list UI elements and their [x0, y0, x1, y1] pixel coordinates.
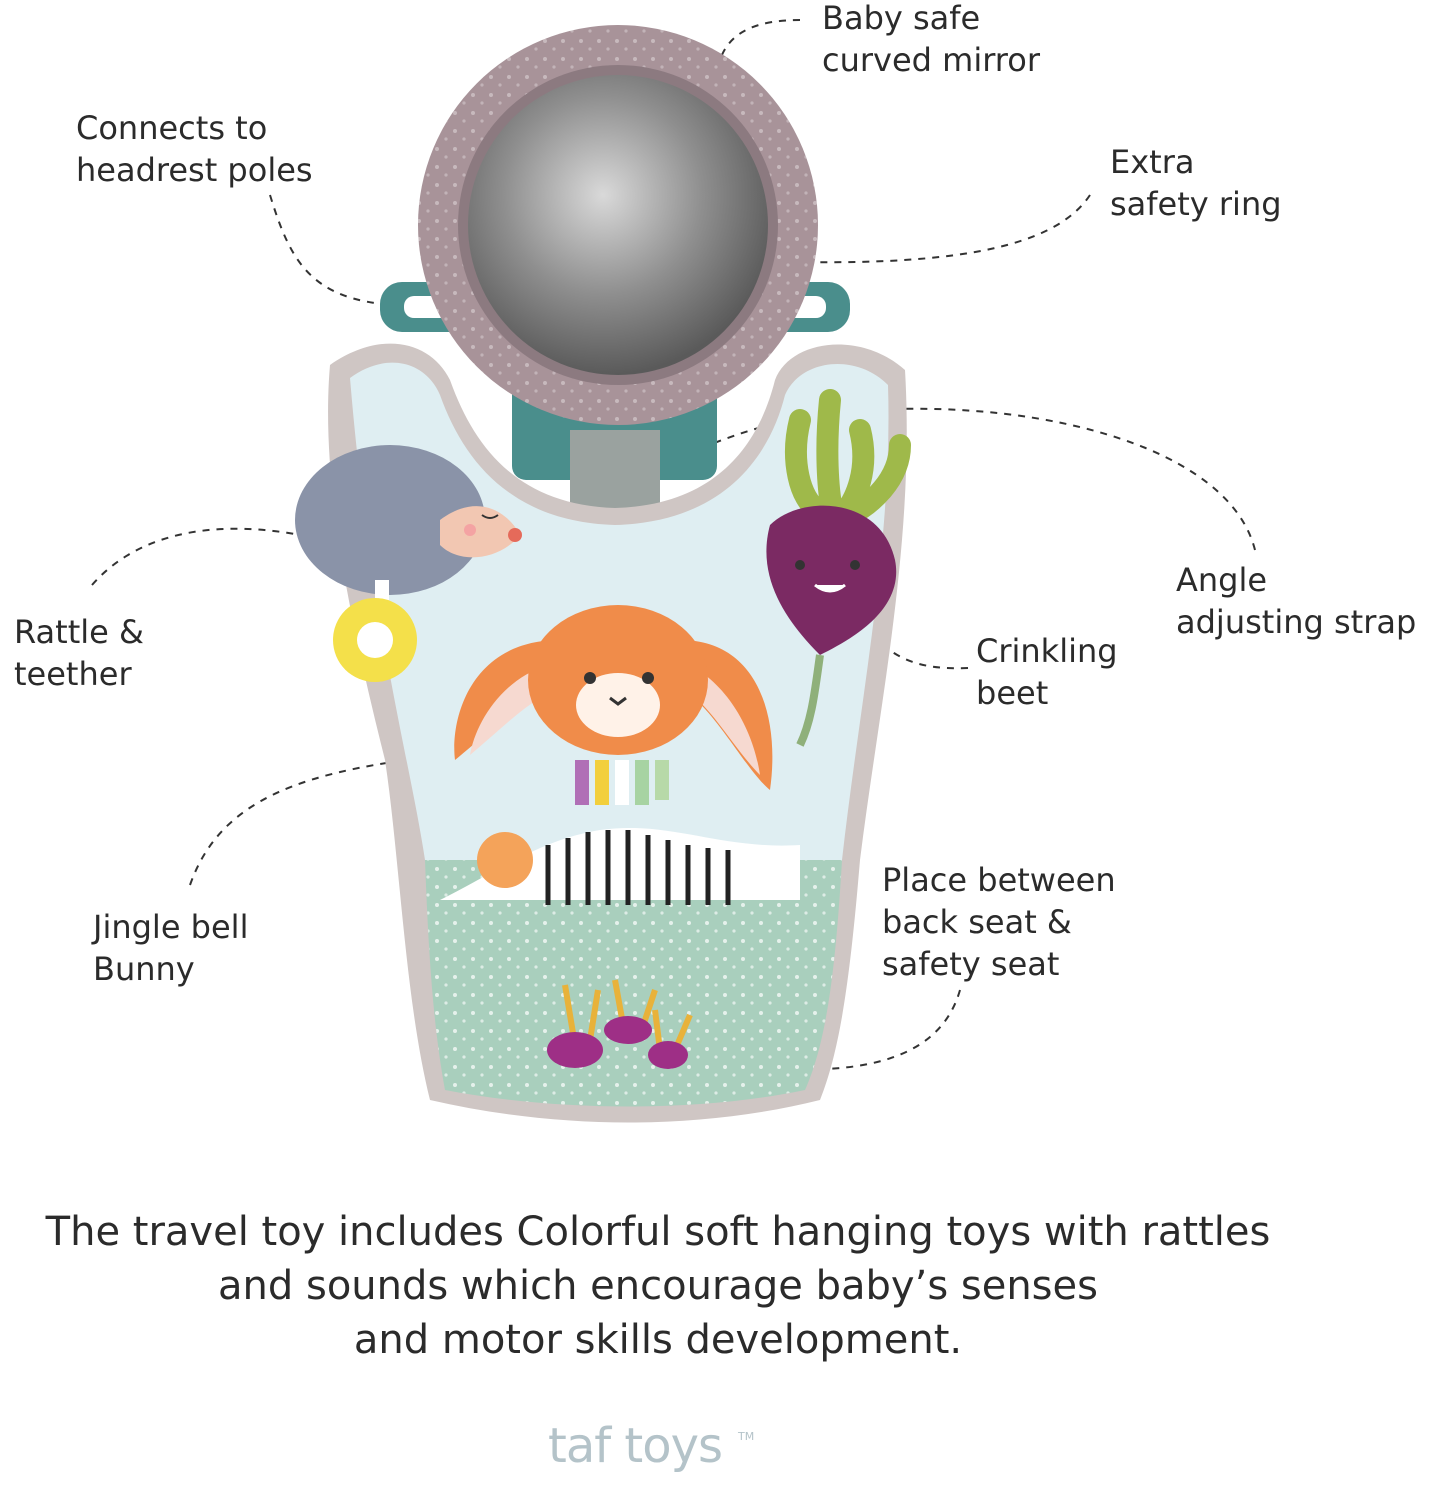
callout-beet-line-2: beet [976, 674, 1049, 712]
small-creature [477, 832, 533, 888]
callout-ring: Extra safety ring [1110, 141, 1282, 225]
callout-rattle-line-2: teether [14, 655, 132, 693]
leader-mirror [719, 19, 801, 61]
caption-line-3: and motor skills development. [353, 1317, 963, 1363]
callout-bunny-line-1: Jingle bell [93, 908, 249, 946]
callout-strap: Angle adjusting strap [1176, 559, 1416, 643]
leader-ring [799, 194, 1091, 264]
bunny-toy [454, 605, 773, 805]
callout-beet-line-1: Crinkling [976, 632, 1118, 670]
callout-ring-line-2: safety ring [1110, 185, 1282, 223]
callout-seat-line-1: Place between [882, 861, 1116, 899]
leader-rattle [91, 527, 301, 586]
caption-line-1: The travel toy includes Colorful soft ha… [45, 1209, 1271, 1255]
callout-headrest-line-1: Connects to [76, 109, 268, 147]
callout-mirror: Baby safe curved mirror [822, 0, 1040, 81]
callout-headrest-line-2: headrest poles [76, 151, 313, 189]
zebra-stripes [545, 830, 731, 905]
hedgehog-toy [295, 445, 522, 595]
callout-beet: Crinkling beet [976, 630, 1118, 714]
caption-line-2: and sounds which encourage baby’s senses [218, 1263, 1098, 1309]
product-illustration [91, 19, 1256, 1123]
callout-seat-line-2: back seat & [882, 903, 1072, 941]
callout-seat: Place between back seat & safety seat [882, 859, 1116, 985]
leader-headrest [269, 194, 396, 306]
callout-seat-line-3: safety seat [882, 945, 1060, 983]
product-caption: The travel toy includes Colorful soft ha… [0, 1205, 1316, 1367]
callout-rattle: Rattle & teether [14, 611, 144, 695]
callout-ring-line-1: Extra [1110, 143, 1195, 181]
callout-strap-line-2: adjusting strap [1176, 603, 1417, 641]
teether-ring [333, 580, 417, 682]
beet-toy [766, 389, 911, 747]
mirror [418, 25, 818, 425]
callout-mirror-line-2: curved mirror [822, 41, 1040, 79]
brand-logo-tm: TM [738, 1430, 755, 1443]
callout-headrest: Connects to headrest poles [76, 107, 313, 191]
beet-sprouts [547, 979, 693, 1069]
callout-strap-line-1: Angle [1176, 561, 1268, 599]
brand-logo: taf toys TM [548, 1418, 758, 1488]
brand-logo-text: taf toys [548, 1418, 723, 1474]
callout-bunny: Jingle bell Bunny [93, 906, 248, 990]
callout-mirror-line-1: Baby safe [822, 0, 981, 37]
callout-rattle-line-1: Rattle & [14, 613, 144, 651]
callout-bunny-line-2: Bunny [93, 950, 195, 988]
